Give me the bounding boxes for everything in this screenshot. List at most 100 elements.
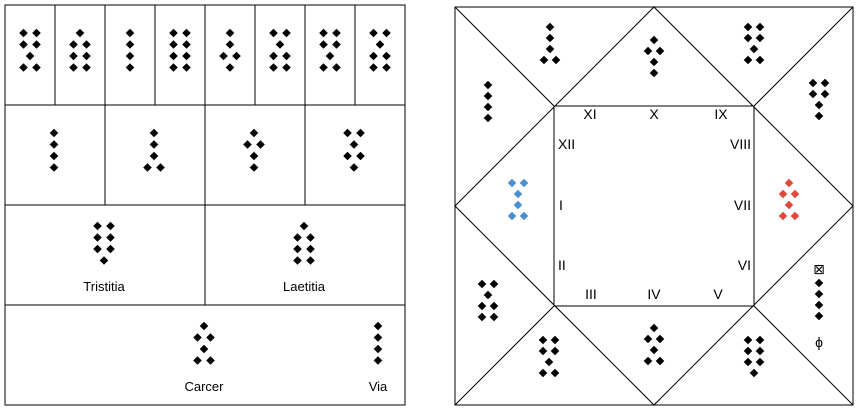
figure-dot — [778, 189, 788, 199]
figure-dot — [743, 346, 753, 356]
figure-dot — [282, 63, 291, 72]
house-numeral-xi: XI — [583, 106, 596, 122]
figure-dot — [282, 28, 291, 38]
figure-dot — [356, 151, 365, 161]
figure-dot — [149, 140, 159, 149]
figure-dot — [483, 80, 493, 90]
figure-dot — [477, 279, 487, 289]
figure-dot — [149, 151, 159, 161]
house-figure-vi — [814, 278, 824, 321]
house-figure-i — [507, 178, 529, 221]
figure-dot — [778, 211, 788, 221]
figure-dot — [489, 279, 499, 289]
house-chart-grid — [454, 6, 854, 406]
house-numeral-xii: XII — [558, 136, 575, 152]
figure-dot — [82, 63, 91, 72]
figure-dot — [225, 40, 235, 49]
witness-label-laetitia: Laetitia — [283, 279, 326, 294]
figure-dot — [814, 278, 824, 288]
figure-dot — [282, 51, 291, 61]
figure-dot — [225, 28, 235, 38]
figure-dot — [249, 151, 259, 161]
figure-dot — [643, 356, 653, 366]
figure-dot — [225, 63, 235, 72]
figure-dot — [125, 40, 135, 49]
figure-dot — [82, 51, 91, 61]
house-figure-xi — [539, 22, 561, 65]
house-figure-iii — [538, 335, 560, 378]
figure-dot — [814, 311, 824, 321]
figure-dot — [749, 44, 759, 54]
figure-dot — [206, 356, 215, 365]
figure-dot — [169, 51, 178, 61]
figure-dot — [755, 55, 765, 65]
figure-dot — [743, 357, 753, 367]
house-figure-viii — [808, 78, 830, 121]
figure-dot — [373, 333, 383, 342]
mother-figure-4 — [169, 28, 191, 72]
figure-dot — [743, 335, 753, 345]
figure-dot — [643, 46, 653, 56]
figure-dot — [545, 33, 555, 43]
figure-dot — [269, 63, 278, 72]
figure-dot — [125, 51, 135, 61]
figure-dot — [820, 78, 830, 88]
figure-dot — [544, 357, 554, 367]
figure-dot — [269, 51, 278, 61]
figure-dot — [369, 63, 378, 72]
figure-dot — [373, 344, 383, 354]
figure-dot — [19, 63, 28, 72]
figure-dot — [755, 357, 765, 367]
figure-dot — [106, 244, 115, 254]
figure-dot — [814, 300, 824, 310]
figure-dot — [550, 368, 560, 378]
house-numeral-iv: IV — [647, 286, 661, 302]
figure-dot — [19, 28, 28, 38]
figure-dot — [269, 28, 278, 38]
house-numeral-viii: VIII — [730, 136, 751, 152]
figure-dot — [156, 163, 165, 172]
figure-dot — [49, 128, 59, 138]
figure-dot — [375, 40, 385, 49]
mother-figure-6 — [269, 28, 291, 72]
house-figure-x — [643, 35, 665, 78]
figure-dot — [382, 63, 391, 72]
figure-dot — [519, 211, 529, 221]
figure-dot — [477, 312, 487, 322]
figure-dot — [545, 44, 555, 54]
figure-dot — [649, 345, 659, 355]
figure-dot — [755, 33, 765, 43]
figure-dot — [343, 151, 352, 161]
figure-dot — [784, 200, 794, 210]
figure-dot — [143, 163, 152, 172]
figure-dot — [306, 244, 315, 254]
house-numeral-iii: III — [585, 286, 597, 302]
figure-dot — [755, 22, 765, 32]
house-figure-ix — [743, 22, 765, 65]
figure-dot — [655, 46, 665, 56]
witness-figure-tristitia — [93, 221, 115, 265]
figure-dot — [743, 33, 753, 43]
figure-dot — [319, 40, 328, 49]
figure-dot — [93, 233, 102, 242]
figure-dot — [249, 163, 259, 172]
house-numeral-x: X — [649, 106, 659, 122]
figure-dot — [814, 111, 824, 121]
figure-dot — [814, 289, 824, 299]
figure-dot — [93, 244, 102, 254]
figure-dot — [655, 356, 665, 366]
figure-dot — [293, 256, 302, 265]
house-figure-vii — [778, 178, 800, 221]
niece-figure-4 — [343, 128, 365, 172]
figure-dot — [243, 140, 252, 149]
house-figure-ii — [477, 279, 499, 322]
house-diamond — [454, 6, 854, 406]
figure-dot — [75, 28, 85, 38]
figure-dot — [182, 51, 191, 61]
figure-dot — [550, 335, 560, 345]
figure-dot — [507, 178, 517, 188]
figure-dot — [199, 321, 209, 331]
figure-dot — [373, 321, 383, 331]
figure-dot — [293, 233, 302, 242]
